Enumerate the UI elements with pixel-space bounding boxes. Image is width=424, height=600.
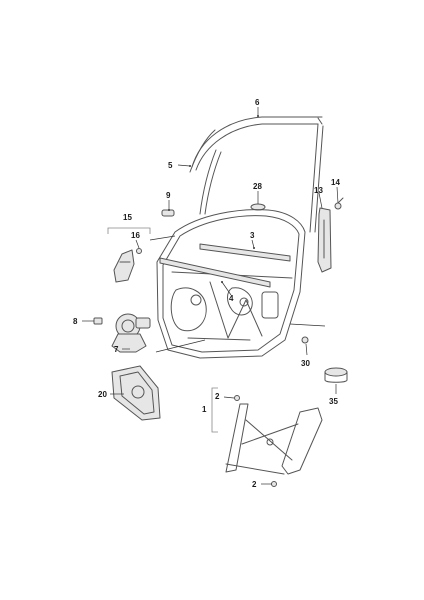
callout-6: 6 bbox=[255, 98, 260, 107]
part-screw-16 bbox=[136, 248, 142, 254]
callout-7: 7 bbox=[114, 345, 119, 354]
part-nut-2b bbox=[271, 481, 277, 487]
part-plug-28 bbox=[250, 203, 266, 211]
callout-2b: 2 bbox=[252, 480, 257, 489]
callout-1: 1 bbox=[202, 405, 207, 414]
part-weatherstrip-outer bbox=[199, 243, 291, 262]
callout-30: 30 bbox=[301, 359, 310, 368]
callout-labels: 6 5 28 9 13 14 15 16 3 4 8 7 20 2 1 2 30… bbox=[73, 98, 340, 489]
dots bbox=[168, 115, 259, 283]
callout-16: 16 bbox=[131, 231, 140, 240]
callout-5: 5 bbox=[168, 161, 173, 170]
part-door-frame bbox=[156, 209, 306, 359]
callout-15: 15 bbox=[123, 213, 132, 222]
part-window-regulator bbox=[225, 403, 323, 475]
part-plug-30 bbox=[301, 336, 309, 344]
bracket-1 bbox=[211, 387, 218, 433]
callout-2a: 2 bbox=[215, 392, 220, 401]
callout-35: 35 bbox=[329, 397, 338, 406]
part-seal-35 bbox=[324, 367, 348, 383]
callout-14: 14 bbox=[331, 178, 340, 187]
part-nut-2a bbox=[234, 395, 240, 401]
callout-28: 28 bbox=[253, 182, 262, 191]
callout-20: 20 bbox=[98, 390, 107, 399]
part-bolt-14 bbox=[334, 197, 344, 210]
leader-lines bbox=[82, 107, 339, 485]
bracket-15 bbox=[107, 227, 151, 234]
part-weatherstrip-inner bbox=[159, 257, 271, 288]
part-mirror-trim bbox=[113, 249, 135, 283]
part-rear-window-guide bbox=[317, 207, 332, 273]
part-carrier-plate bbox=[111, 365, 161, 421]
part-window-motor bbox=[111, 313, 151, 353]
callout-13: 13 bbox=[314, 186, 323, 195]
callout-3: 3 bbox=[250, 231, 255, 240]
part-screw-8 bbox=[93, 317, 103, 325]
part-clip-9 bbox=[161, 209, 175, 217]
callout-8: 8 bbox=[73, 317, 78, 326]
part-window-channel-seal bbox=[189, 116, 324, 233]
callout-9: 9 bbox=[166, 191, 171, 200]
callout-4: 4 bbox=[229, 294, 234, 303]
